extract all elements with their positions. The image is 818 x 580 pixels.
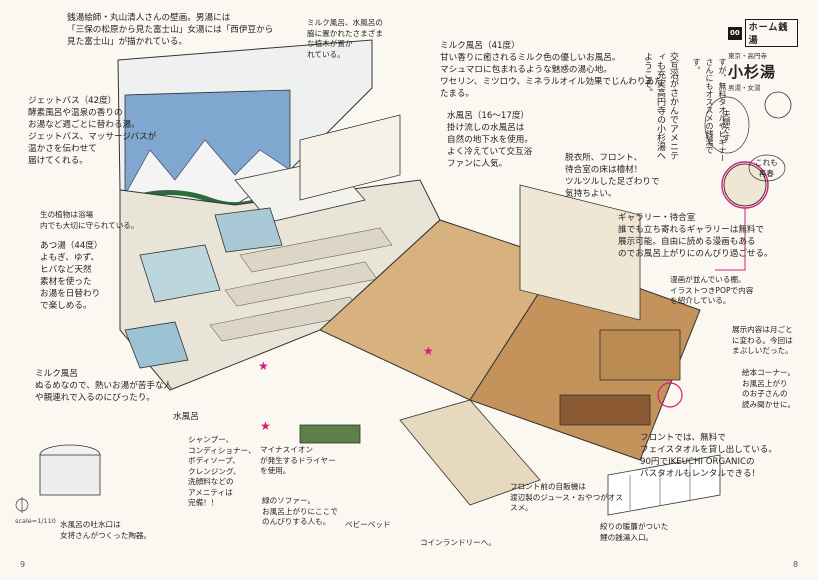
intro-line: 高円寺の小杉湯へ xyxy=(655,88,665,160)
intro-line: すが、 xyxy=(718,58,727,82)
note-gallery: ギャラリー・待合室 誰でも立ち寄れるギャラリーは無料で 展示可能。自由に読める漫… xyxy=(618,213,773,259)
scale-label: scale=1/110 xyxy=(15,517,56,525)
note-dressing-room: 脱衣所、フロント、 待合室の床は檜材！ ツルツルした足ざわりで 気持ちよい。 xyxy=(565,153,660,199)
noren-curtain xyxy=(607,454,721,516)
page-number-right: 8 xyxy=(793,560,799,569)
note-plants: 生の植物は浴場 内でも大切に守られている。 xyxy=(40,210,139,230)
character-note: これも 再春 xyxy=(755,158,778,178)
page-number-left: 9 xyxy=(20,560,26,569)
front-desk xyxy=(559,394,651,426)
intro-line: ビギナーさん xyxy=(705,58,727,162)
note-jet-bath: ジェットバス（42度） 酵素風呂や温泉の香りの お湯など週ごとに替わる湯。 ジェ… xyxy=(28,96,157,166)
intro-vertical-text-b: すが、無料タオルやビギナーさんにもオススメの銭湯です。 xyxy=(690,58,729,168)
note-noren: 絞りの暖簾がついた 鯉の銭湯入口。 xyxy=(600,522,669,542)
character-note-b: 夫婦です xyxy=(722,110,731,142)
cold-bath xyxy=(124,321,189,369)
intro-line: 交互浴がさかんで xyxy=(668,52,678,124)
note-manga-shelf: 漫画が並んでいる棚。 イラストつきPOPで内容 を紹介している。 xyxy=(670,275,754,305)
note-baby-bed: ベビーベッド xyxy=(345,520,391,529)
badge-series-title: ホーム銭湯 xyxy=(744,19,798,47)
jet-bath xyxy=(214,207,283,253)
gallery-wall xyxy=(519,184,641,321)
manga-zoom-circle xyxy=(723,163,767,207)
star-marker: ★ xyxy=(260,419,271,433)
sofa xyxy=(299,424,361,444)
note-picture-book: 絵本コーナー。 お風呂上がり のお子さんの 読み聞かせに。 xyxy=(742,368,796,409)
intro-line: 無料タオルや xyxy=(718,82,727,130)
entrance-block xyxy=(399,399,541,506)
speech-bubble xyxy=(704,96,750,154)
note-free-towel: フロントでは、無料で フェイスタオルを貸し出している。 90円でIKEUCHI … xyxy=(640,433,777,479)
badge-header: 00 ホーム銭湯 xyxy=(728,19,798,47)
intro-line: ようこそ。 xyxy=(642,52,652,97)
star-marker: ★ xyxy=(423,344,434,358)
character-head xyxy=(764,91,792,119)
note-ion-dryer: マイナスイオン が発生するドライヤー を使用。 xyxy=(260,445,336,475)
note-ceramic: 水風呂の吐水口は 女将さんがつくった陶器。 xyxy=(60,520,152,540)
speech-bubble xyxy=(748,154,786,182)
intro-line: アメニティも充実 xyxy=(655,52,678,160)
badge-location: 東京・高円寺 xyxy=(728,52,767,60)
badge-number: 00 xyxy=(728,26,742,40)
badge-gender: 男湯・女湯 xyxy=(728,84,761,92)
manga-shelf xyxy=(599,329,681,381)
partition-wall xyxy=(299,114,401,201)
star-marker: ★ xyxy=(258,359,269,373)
note-amenities: シャンプー、 コンディショナー、 ボディソープ、 クレンジング、 洗顔料などの … xyxy=(188,435,256,507)
intro-vertical-text: 交互浴がさかんでアメニティも充実高円寺の小杉湯へようこそ。 xyxy=(640,52,679,167)
note-laundry: コインランドリーへ。 xyxy=(420,538,496,547)
compass-icon xyxy=(15,497,29,513)
note-milk-bath-bottom: ミルク風呂 ぬるめなので、熱いお湯が苦手な人 や親連れで入るのにぴったり。 xyxy=(35,369,173,403)
note-ceiling-mural: 銭湯絵師・丸山清人さんの壁画。男湯には 「三保の松原から見た富士山」女湯には「西… xyxy=(67,13,274,47)
hot-bath xyxy=(139,244,221,303)
series-badge: 00 ホーム銭湯 東京・高円寺 小杉湯 男湯・女湯 xyxy=(728,19,798,92)
note-milk-bath-41: ミルク風呂（41度） 甘い香りに癒されるミルク色の優しいお風呂。 マシュマロに包… xyxy=(440,41,663,99)
exhibit-zoom-circle xyxy=(657,382,683,408)
note-exhibit-change: 展示内容は月ごと に変わる。今回は まぶしいだった。 xyxy=(732,325,793,355)
note-sofa: 緑のソファー。 お風呂上がりにここで のんびりする人も。 xyxy=(262,496,338,526)
note-hot-bath-44: あつ湯（44度） よもぎ、ゆず、 ヒバなど天然 素材を使った お湯を日替わり で… xyxy=(40,241,103,311)
bathhouse-name: 小杉湯 xyxy=(728,63,777,81)
note-vending: フロント前の自販機は 渡辺製のジュース・おやつがオススメ。 xyxy=(510,482,623,512)
note-cold-water-label: 水風呂 xyxy=(173,412,199,422)
intro-line: にもオススメの銭湯です。 xyxy=(692,58,714,154)
note-milk-top: ミルク風呂、水風呂の 脇に置かれたさまざま な植木が置か れている。 xyxy=(307,18,383,59)
note-cold-water-16: 水風呂（16〜17度） 掛け流しの水風呂は 自然の地下水を使用。 よく冷えていて… xyxy=(447,111,533,169)
